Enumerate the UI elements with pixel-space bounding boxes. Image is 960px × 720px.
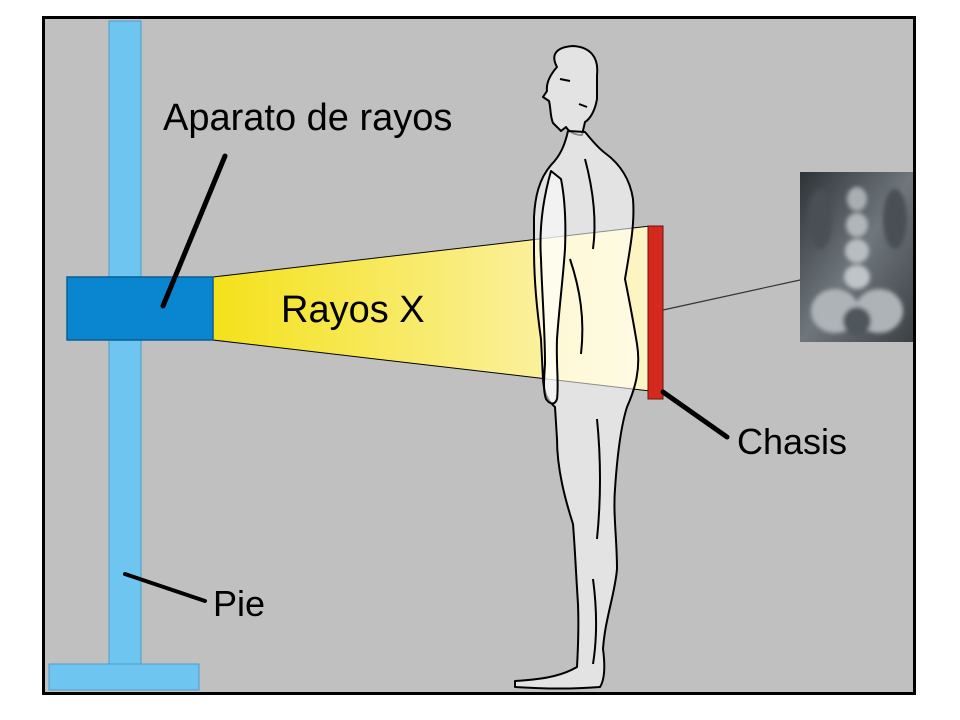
pointer-aparato (160, 153, 228, 309)
xray-unit (66, 276, 214, 341)
human-figure-icon (514, 45, 640, 690)
cassette (647, 225, 664, 400)
diagram-canvas (48, 20, 913, 691)
label-pie: Pie (213, 583, 266, 624)
radiograph-connector (662, 279, 801, 311)
label-rayos-x: Rayos X (281, 289, 425, 331)
pointer-pie (123, 572, 207, 603)
stand-pole (108, 20, 142, 667)
stand-base (48, 663, 200, 691)
label-chasis: Chasis (737, 421, 848, 462)
label-aparato-de-rayos: Aparato de rayos (163, 97, 453, 139)
radiograph-icon (800, 172, 913, 342)
diagram-frame: Aparato de rayos Rayos X Chasis Pie (42, 16, 916, 695)
pointer-chasis (660, 389, 730, 440)
